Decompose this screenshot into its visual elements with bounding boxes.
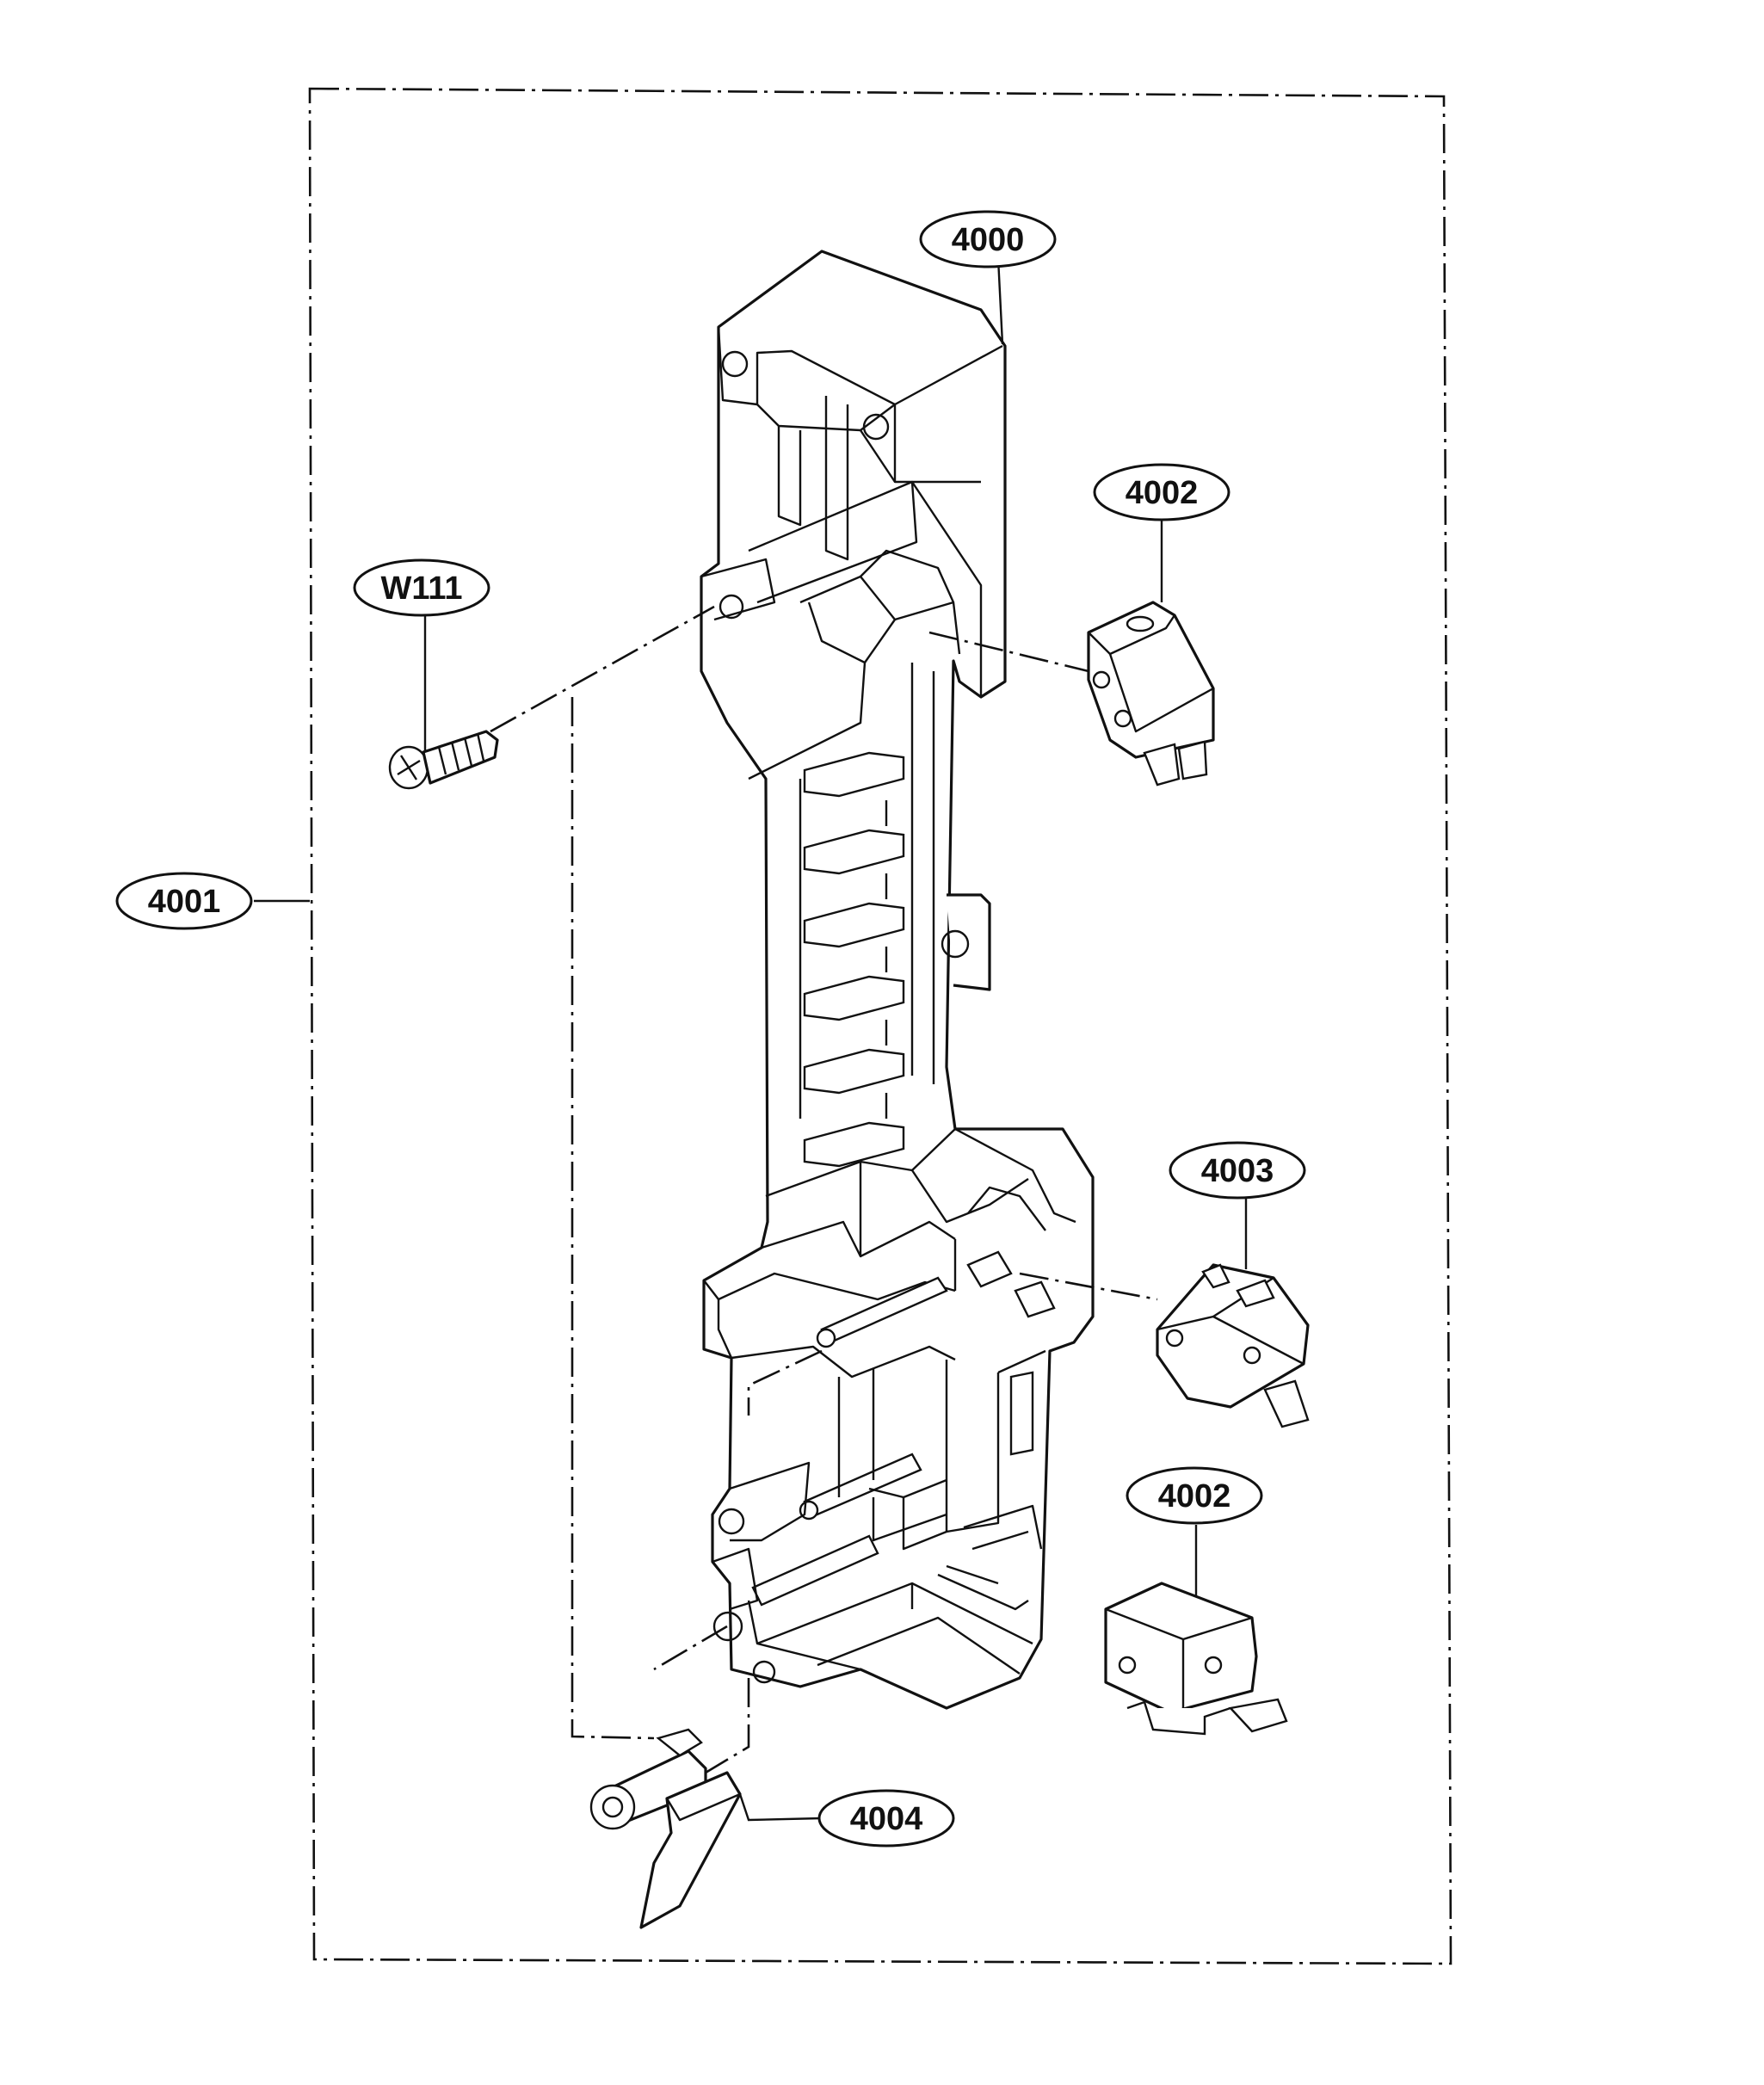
lower-rods xyxy=(751,1276,948,1607)
mounting-tab xyxy=(941,893,991,991)
assembly-guide-lines xyxy=(490,605,1158,1774)
callout-4004: 4004 xyxy=(817,1789,955,1848)
microswitch-4002-top xyxy=(1087,601,1215,787)
latch-board-4000 xyxy=(700,250,1095,1710)
assembly-boundary-frame xyxy=(308,87,1453,1965)
callout-w111: W111 xyxy=(353,558,490,617)
microswitch-4003 xyxy=(1156,1263,1310,1428)
label-4002-top: 4002 xyxy=(1126,475,1199,511)
callout-4000: 4000 xyxy=(919,210,1057,268)
callout-4001: 4001 xyxy=(115,872,253,930)
latch-lever-4004 xyxy=(589,1728,742,1929)
label-4003: 4003 xyxy=(1201,1153,1274,1189)
screw-w111 xyxy=(388,730,499,790)
callout-4002-top: 4002 xyxy=(1093,463,1230,521)
label-4004: 4004 xyxy=(850,1801,923,1837)
label-4002-bottom: 4002 xyxy=(1158,1478,1231,1514)
microswitch-4002-bottom xyxy=(1104,1582,1288,1736)
callout-4003: 4003 xyxy=(1169,1141,1306,1200)
label-4000: 4000 xyxy=(952,222,1025,258)
label-w111: W111 xyxy=(380,571,462,607)
callout-4002-bottom: 4002 xyxy=(1126,1466,1263,1525)
label-4001: 4001 xyxy=(148,884,221,920)
ladder-slots xyxy=(803,751,905,1168)
